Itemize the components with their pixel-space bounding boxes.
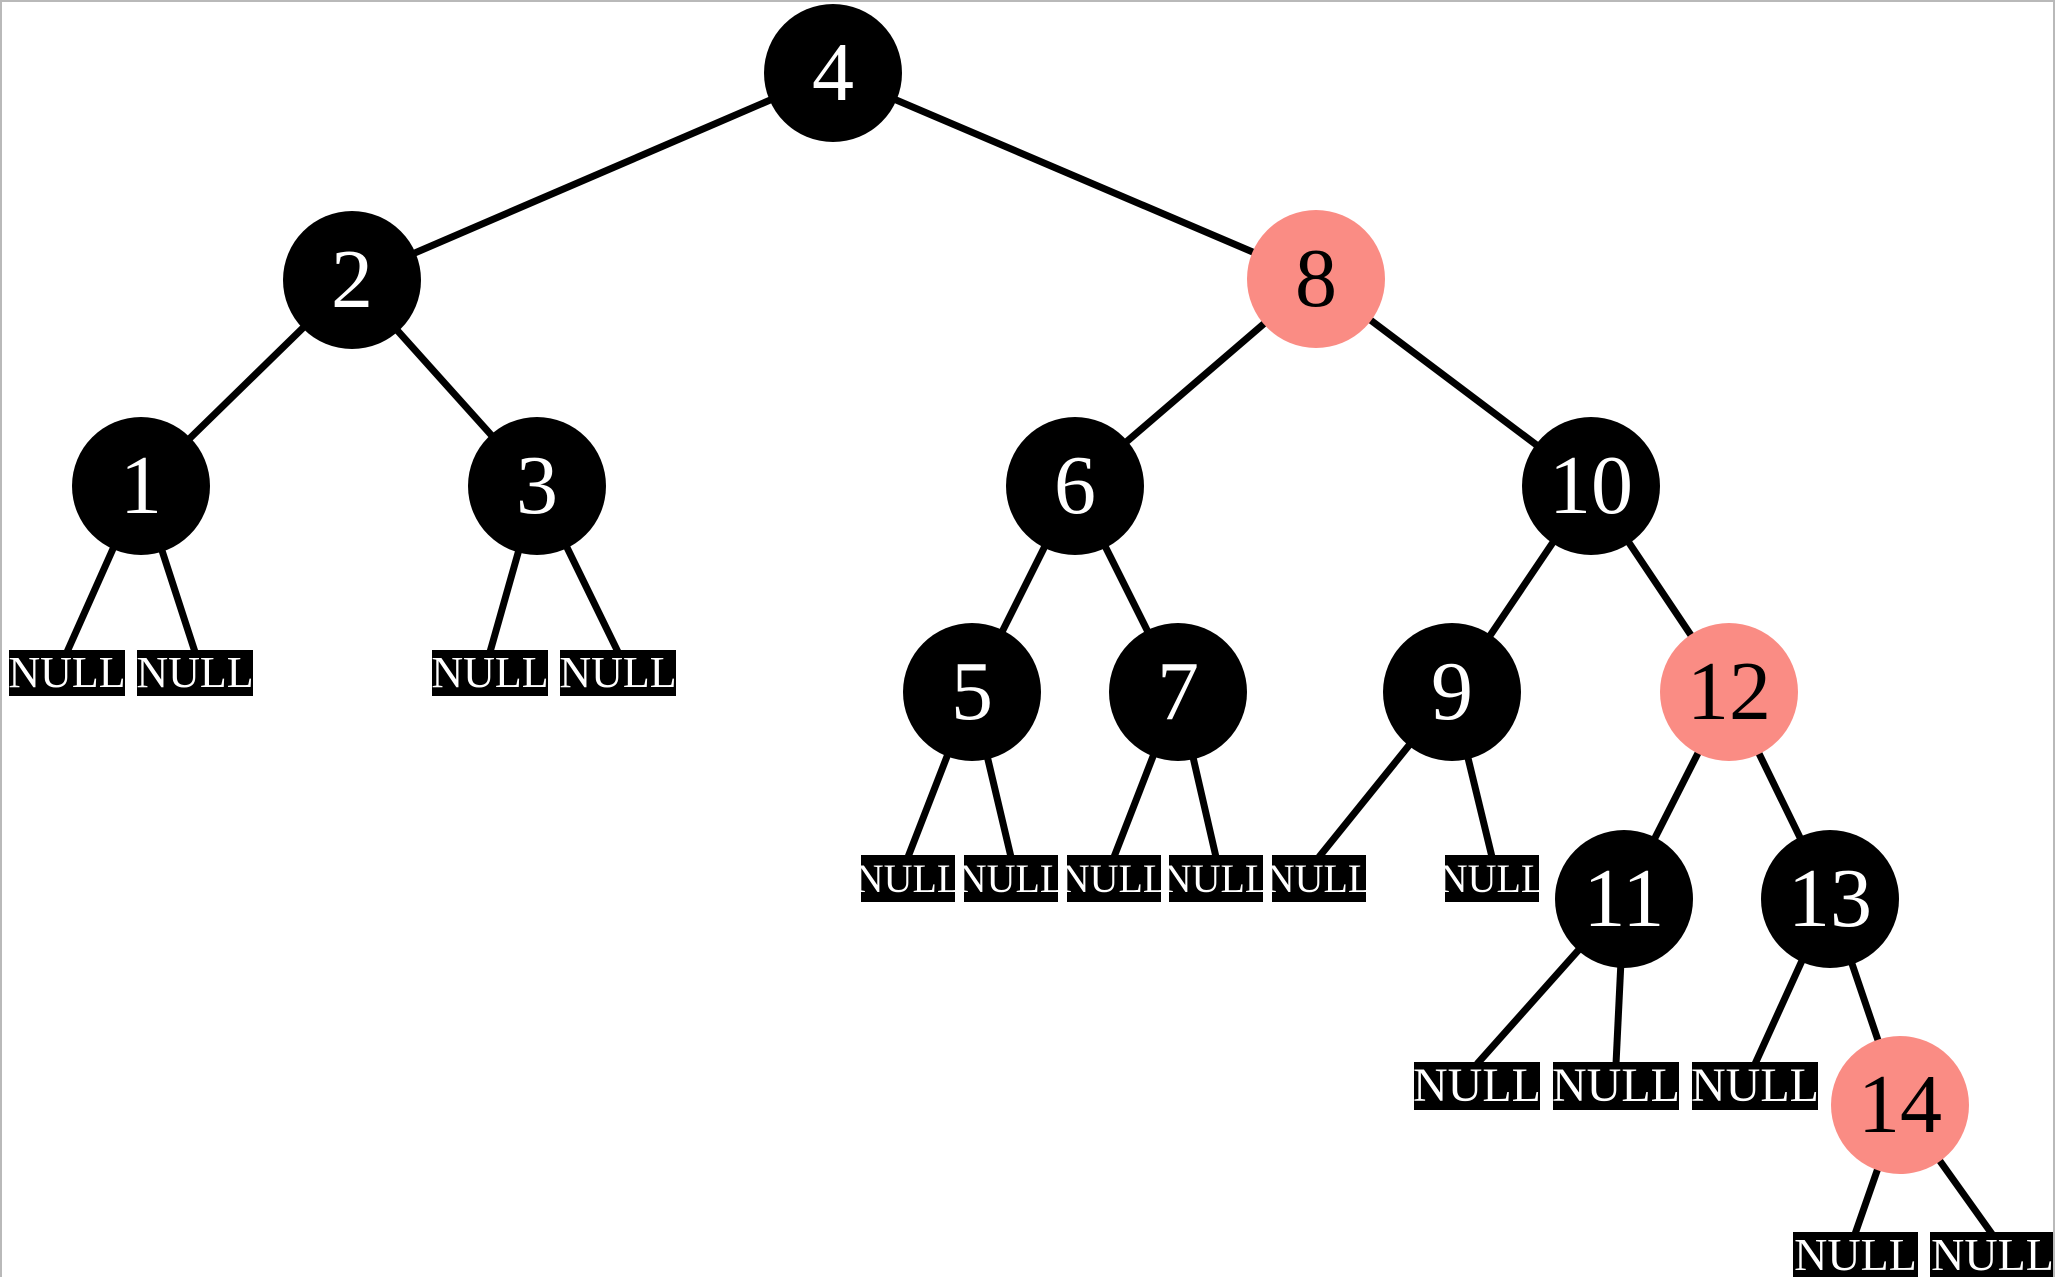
null-leaf-13-left: NULL [1691,1059,1819,1112]
edge-4-8 [831,69,1318,283]
tree-node-1: 1 [72,417,210,555]
null-leaf-11-left: NULL [1413,1059,1541,1112]
tree-node-7: 7 [1109,623,1247,761]
tree-node-13: 13 [1761,830,1899,968]
null-leaf-9-left: NULL [1265,855,1373,902]
null-leaf-1-left: NULL [8,648,126,697]
tree-node-4: 4 [764,4,902,142]
null-leaf-11-right: NULL [1552,1059,1680,1112]
tree-node-10: 10 [1522,417,1660,555]
tree-node-9: 9 [1383,623,1521,761]
null-leaf-7-right: NULL [1162,855,1270,902]
null-leaf-1-right: NULL [136,648,254,697]
null-leaf-7-left: NULL [1060,855,1168,902]
null-leaf-3-right: NULL [559,648,677,697]
null-leaf-14-left: NULL [1793,1229,1918,1277]
null-leaf-5-left: NULL [854,855,962,902]
null-leaf-5-right: NULL [957,855,1065,902]
edge-4-2 [350,69,835,284]
tree-node-3: 3 [468,417,606,555]
tree-node-12: 12 [1660,623,1798,761]
tree-node-5: 5 [903,623,1041,761]
tree-node-2: 2 [283,211,421,349]
null-leaf-9-right: NULL [1438,855,1546,902]
null-leaf-14-right: NULL [1930,1229,2054,1277]
tree-node-14: 14 [1831,1036,1969,1174]
null-leaf-3-left: NULL [431,648,549,697]
tree-node-8: 8 [1247,210,1385,348]
tree-node-11: 11 [1555,830,1693,968]
tree-node-6: 6 [1006,417,1144,555]
